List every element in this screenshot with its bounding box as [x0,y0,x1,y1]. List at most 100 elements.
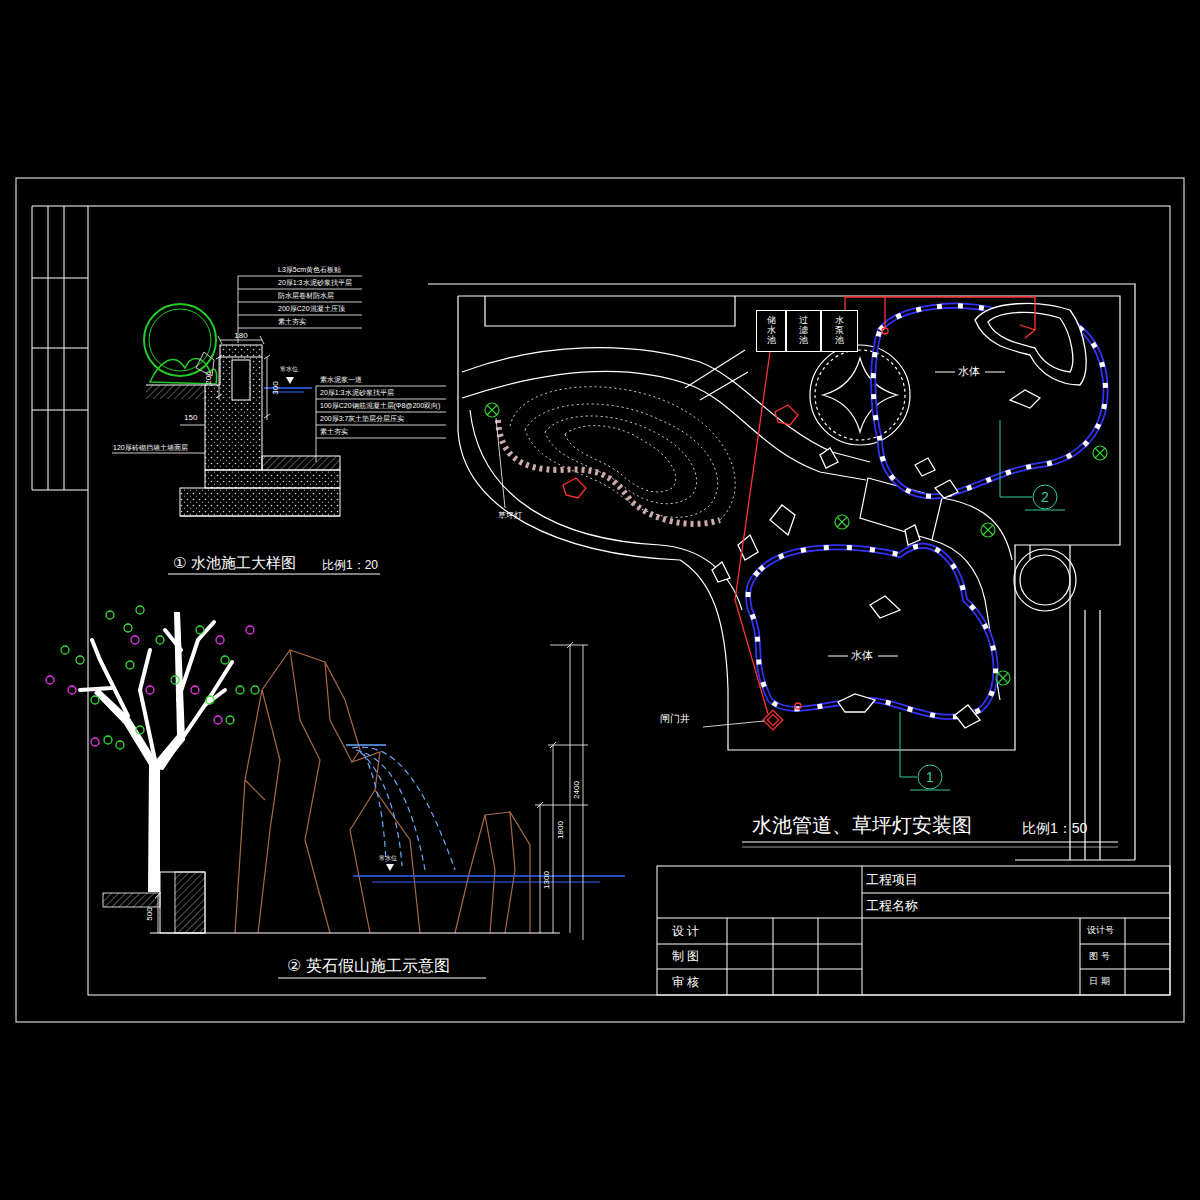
pool-section-detail-stroke [180,516,340,517]
rockery-elevation-stroke-stroke [236,686,244,694]
site-plan-stroke-stroke [835,515,849,529]
title-block-stroke [1080,918,1081,995]
rockery-elevation-stroke-stroke [455,812,530,933]
site-plan-stroke [510,387,735,520]
water-level-note: 常水位 [280,366,298,372]
pool-section-detail-stroke-stroke [316,412,446,413]
pool-section-detail-stroke [146,385,206,399]
rockery-elevation-stroke-stroke [570,645,571,933]
site-plan-stroke-stroke [932,540,1000,700]
site-plan-stroke-stroke [1020,555,1070,605]
site-plan-stroke-stroke [870,596,900,618]
table-cell: 工程名称 [866,899,918,912]
rockery-elevation-stroke-stroke [245,780,265,800]
sheet-frame-stroke [32,348,88,349]
site-plan-stroke-stroke [942,498,1012,560]
rockery-elevation-stroke-stroke [205,690,225,705]
site-plan-stroke-stroke [565,426,676,492]
rockery-elevation-stroke-stroke [146,686,154,694]
site-plan-stroke-stroke [795,703,801,709]
table-cell: 工程项目 [866,873,918,886]
site-plan-stroke-stroke [767,714,778,725]
pool-section-detail-stroke-stroke [267,357,268,420]
pool-section-detail [112,276,446,574]
rockery-elevation-stroke-stroke [221,656,229,664]
site-plan-stroke [742,842,1118,843]
layer-note: 200厚C20混凝土压顶 [278,305,345,312]
pool-section-detail-stroke-stroke [238,289,362,290]
rockery-elevation-stroke [175,872,205,933]
rockery-elevation-stroke-stroke [91,696,99,704]
rockery-elevation [46,606,625,978]
rockery-elevation-stroke-stroke [325,662,352,762]
pool-section-detail-stroke-stroke [216,394,222,398]
site-plan-stroke [498,420,720,524]
pool-section-detail-stroke [205,357,262,470]
site-plan-stroke-stroke [462,371,866,480]
site-plan-stroke-stroke [487,405,497,415]
site-plan-stroke-stroke [458,296,1120,750]
rockery-elevation-stroke-stroke [80,688,112,690]
sheet-frame [16,178,1184,1022]
site-plan-stroke [485,403,1107,685]
rockery-elevation-stroke-stroke [68,686,76,694]
title-block-stroke [773,918,774,995]
table-cell: 设 计 [672,925,699,937]
rockery-elevation-stroke-stroke [583,645,584,940]
rockery-elevation-stroke-stroke [505,812,515,933]
pool-section-detail-stroke-stroke [238,328,362,329]
rockery-elevation-stroke-stroke [91,738,99,746]
part-label: 草坪灯 [498,512,522,520]
rockery-elevation-stroke-stroke [140,650,155,760]
site-plan-stroke-stroke [905,525,920,545]
water-level-note: 常水位 [379,855,397,861]
rockery-elevation-stroke [160,872,205,933]
rockery-elevation-stroke-stroke [46,676,54,684]
site-plan-stroke-stroke [735,352,770,714]
site-plan-stroke-stroke [525,404,718,517]
title-block-stroke [1125,918,1126,995]
site-plan-stroke-stroke [428,284,1135,860]
site-plan-stroke-stroke [845,297,1035,330]
tank-box: 储水池 [756,310,786,352]
site-plan [428,284,1135,860]
site-plan-stroke-stroke [1010,390,1040,408]
pool-section-detail-stroke-stroke [316,386,446,387]
pool-section-detail-stroke [232,360,250,400]
table-cell: 日 期 [1089,977,1110,986]
layer-note: 20厚1:3水泥砂浆找平层 [278,279,352,286]
layer-note: 100厚C20钢筋混凝土层(Φ8@200双向) [320,402,440,409]
site-plan-stroke [985,372,1005,373]
rockery-elevation-stroke-stroke [485,815,495,933]
callout-number: 1 [926,770,934,784]
site-plan-stroke-stroke [810,345,910,445]
rockery-elevation-stroke-stroke [178,622,214,700]
rockery-elevation-stroke [346,744,386,746]
table-cell: 图 号 [1089,952,1110,961]
site-plan-stroke-stroke [470,410,742,610]
layer-note: 20厚1:3水泥砂浆找平层 [320,389,394,396]
title-block-stroke [657,969,862,970]
rockery-elevation-stroke-stroke [356,750,425,870]
pool-section-detail-stroke-stroke [180,425,205,426]
rockery-elevation-stroke-stroke [550,645,588,646]
title-block-stroke [862,893,1170,894]
site-plan-stroke-stroke [1015,859,1135,860]
site-plan-stroke-stroke [882,328,888,334]
rockery-elevation-stroke [103,893,160,907]
site-plan-stroke-stroke [915,458,935,476]
sheet-frame-stroke [32,410,88,411]
rockery-elevation-stroke [386,864,394,871]
pool-section-detail-stroke-stroke [238,302,362,303]
site-plan-stroke [496,418,505,508]
rockery-elevation-stroke-stroke [540,805,541,933]
site-plan-stroke-stroke [775,405,798,425]
site-plan-stroke-stroke [981,523,995,537]
site-plan-stroke-stroke [510,387,735,520]
area-label: 水体 [958,366,980,377]
site-plan-stroke-stroke [1033,485,1057,509]
pool-section-detail-stroke [286,377,294,384]
rockery-elevation-stroke-stroke [131,636,139,644]
site-plan-stroke-stroke [900,712,917,777]
